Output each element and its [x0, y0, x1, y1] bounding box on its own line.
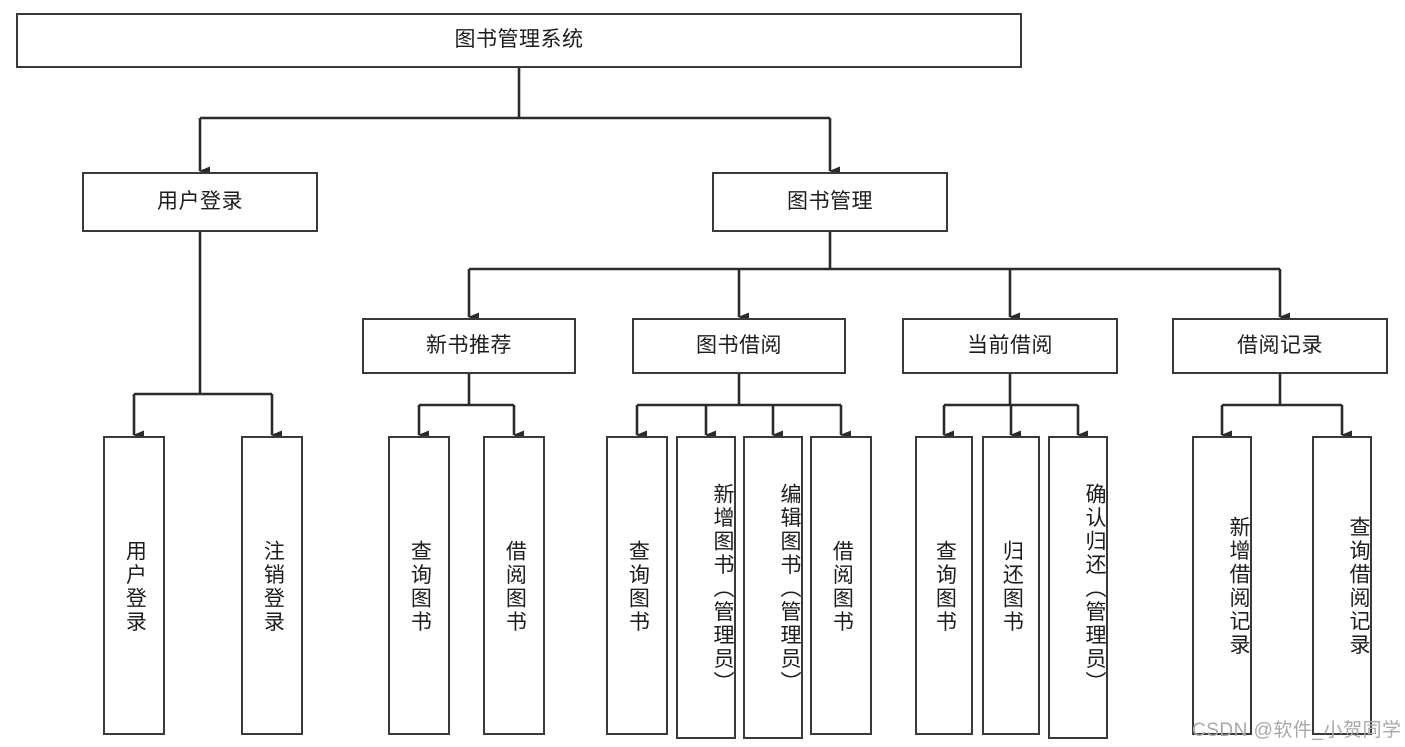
node-leaf-rec-add[interactable]: 新增借阅记录 [1192, 436, 1252, 735]
node-leaf-cur-return[interactable]: 归还图书 [982, 436, 1040, 735]
node-current[interactable]: 当前借阅 [902, 318, 1118, 374]
node-root[interactable]: 图书管理系统 [16, 13, 1022, 68]
node-newbooks[interactable]: 新书推荐 [362, 318, 576, 374]
node-leaf-rec-query[interactable]: 查询借阅记录 [1312, 436, 1372, 735]
node-leaf-cur-query[interactable]: 查询图书 [915, 436, 973, 735]
node-leaf-bo-edit[interactable]: 编辑图书（管理员） [743, 436, 803, 739]
node-leaf-user-logout[interactable]: 注销登录 [241, 436, 303, 735]
node-leaf-new-borrow[interactable]: 借阅图书 [483, 436, 545, 735]
csdn-watermark: CSDN @软件_小贺同学 [1192, 720, 1402, 741]
node-leaf-bo-add[interactable]: 新增图书（管理员） [676, 436, 736, 739]
node-leaf-bo-query[interactable]: 查询图书 [606, 436, 668, 735]
node-leaf-bo-borrow[interactable]: 借阅图书 [810, 436, 872, 735]
node-login[interactable]: 用户登录 [82, 172, 318, 232]
node-leaf-user-login[interactable]: 用户登录 [103, 436, 165, 735]
node-leaf-new-query[interactable]: 查询图书 [388, 436, 450, 735]
node-leaf-cur-confirm[interactable]: 确认归还（管理员） [1048, 436, 1108, 739]
node-bookmgmt[interactable]: 图书管理 [712, 172, 948, 232]
node-records[interactable]: 借阅记录 [1172, 318, 1388, 374]
node-borrow[interactable]: 图书借阅 [632, 318, 846, 374]
